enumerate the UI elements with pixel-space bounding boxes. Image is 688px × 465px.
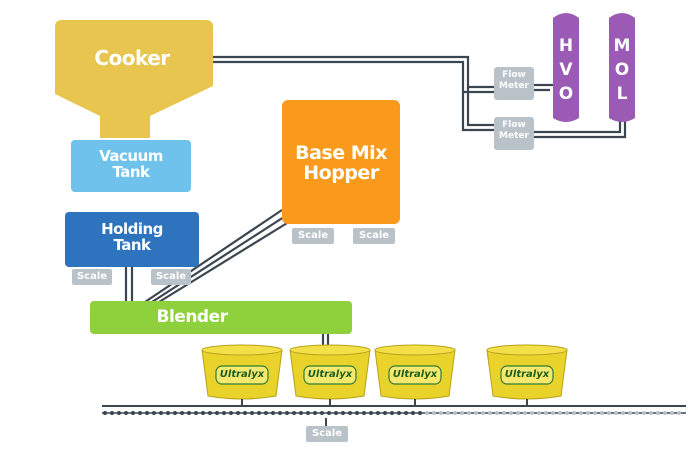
flow-meter-mol: Flow Meter — [494, 117, 534, 150]
cooker — [55, 20, 213, 138]
cooker-label: Cooker — [94, 46, 170, 70]
flow-meter-mol-line1: Flow — [502, 120, 526, 130]
tub-brand-label: Ultralyx — [219, 369, 265, 380]
holding-tank — [65, 212, 199, 267]
holding-tank-label: Holding Tank — [65, 220, 199, 254]
mol-letter-m: M — [613, 36, 631, 56]
scale-conveyor: Scale — [306, 426, 348, 442]
base-mix-hopper — [282, 100, 400, 224]
base-mix-hopper-label: Base Mix Hopper — [282, 142, 400, 184]
vacuum-tank-label-line2: Tank — [112, 162, 150, 181]
mol-letter-l: L — [616, 84, 628, 104]
scale-hopper-left: Scale — [292, 228, 334, 244]
blender-label: Blender — [156, 307, 229, 327]
conveyor — [102, 405, 686, 426]
flow-meter-mol-line2: Meter — [499, 131, 529, 141]
feed-tub — [486, 344, 568, 406]
feed-tub — [201, 344, 283, 406]
hvo-letter-o: O — [558, 84, 574, 104]
scale-hopper-right: Scale — [353, 228, 395, 244]
mol-tank — [609, 13, 635, 122]
flow-meter-hvo: Flow Meter — [494, 67, 534, 100]
feed-tub — [289, 344, 371, 406]
hvo-tank — [553, 13, 579, 122]
vacuum-tank-label-line1: Vacuum — [99, 147, 163, 165]
holding-tank-label-line1: Holding — [101, 220, 163, 238]
feed-tub — [374, 344, 456, 406]
scale-holding-right: Scale — [151, 269, 191, 285]
blender — [90, 301, 352, 334]
scale-holding-left: Scale — [72, 269, 112, 285]
vacuum-tank-label: Vacuum Tank — [71, 147, 191, 181]
hvo-letter-h: H — [558, 36, 574, 56]
vacuum-tank — [71, 140, 191, 192]
flow-meter-hvo-line2: Meter — [499, 81, 529, 91]
base-mix-hopper-label-line1: Base Mix — [295, 142, 387, 164]
base-mix-hopper-label-line2: Hopper — [303, 161, 379, 184]
tub-brand-label: Ultralyx — [392, 369, 438, 380]
mol-letter-o: O — [614, 60, 630, 80]
hvo-letter-v: V — [559, 60, 573, 80]
holding-tank-label-line2: Tank — [113, 235, 151, 254]
tub-brand-label: Ultralyx — [307, 369, 353, 380]
flow-meter-hvo-line1: Flow — [502, 70, 526, 80]
tub-brand-label: Ultralyx — [504, 369, 550, 380]
